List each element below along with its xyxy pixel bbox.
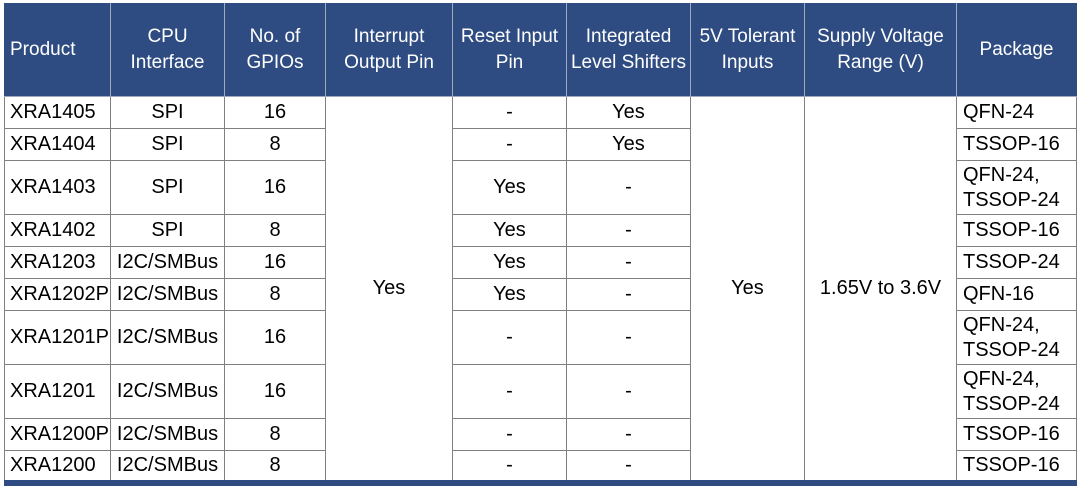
product-cell: XRA1203 <box>4 246 111 279</box>
cpu-interface-cell: I2C/SMBus <box>110 450 225 483</box>
reset-input-cell: - <box>452 364 567 419</box>
product-cell: XRA1200 <box>4 450 111 483</box>
cpu-interface-cell: I2C/SMBus <box>110 418 225 451</box>
level-shifters-cell: - <box>566 310 691 365</box>
col-header-5v-tolerant-inputs: 5V Tolerant Inputs <box>690 3 805 97</box>
table-row: XRA1404 SPI 8 - Yes TSSOP-16 <box>4 128 1077 161</box>
col-header-package: Package <box>956 3 1077 97</box>
product-cell: XRA1404 <box>4 128 111 161</box>
product-selector-table: Product CPU Interface No. of GPIOs Inter… <box>4 3 1077 486</box>
table-row: XRA1202P I2C/SMBus 8 Yes - QFN-16 <box>4 278 1077 311</box>
table-row: XRA1403 SPI 16 Yes - QFN-24, TSSOP-24 <box>4 160 1077 215</box>
package-cell: QFN-16 <box>956 278 1077 311</box>
package-cell: QFN-24, TSSOP-24 <box>956 310 1077 365</box>
table-row: XRA1402 SPI 8 Yes - TSSOP-16 <box>4 214 1077 247</box>
package-cell: QFN-24, TSSOP-24 <box>956 160 1077 215</box>
level-shifters-cell: Yes <box>566 128 691 161</box>
gpios-cell: 8 <box>224 128 326 161</box>
package-cell: TSSOP-16 <box>956 214 1077 247</box>
reset-input-cell: Yes <box>452 278 567 311</box>
package-cell: QFN-24 <box>956 96 1077 129</box>
cpu-interface-cell: I2C/SMBus <box>110 246 225 279</box>
cpu-interface-cell: I2C/SMBus <box>110 278 225 311</box>
level-shifters-cell: - <box>566 364 691 419</box>
product-cell: XRA1403 <box>4 160 111 215</box>
package-cell: TSSOP-16 <box>956 418 1077 451</box>
col-header-reset-input-pin: Reset Input Pin <box>452 3 567 97</box>
level-shifters-cell: - <box>566 214 691 247</box>
reset-input-cell: - <box>452 96 567 129</box>
gpios-cell: 16 <box>224 246 326 279</box>
product-cell: XRA1201P <box>4 310 111 365</box>
gpios-cell: 8 <box>224 278 326 311</box>
level-shifters-cell: - <box>566 278 691 311</box>
table-row: XRA1203 I2C/SMBus 16 Yes - TSSOP-24 <box>4 246 1077 279</box>
cpu-interface-cell: I2C/SMBus <box>110 310 225 365</box>
product-cell: XRA1405 <box>4 96 111 129</box>
cpu-interface-cell: SPI <box>110 128 225 161</box>
level-shifters-cell: Yes <box>566 96 691 129</box>
reset-input-cell: - <box>452 418 567 451</box>
interrupt-output-merged-cell: Yes <box>325 96 453 483</box>
reset-input-cell: Yes <box>452 214 567 247</box>
reset-input-cell: Yes <box>452 160 567 215</box>
supply-voltage-merged-cell: 1.65V to 3.6V <box>804 96 957 483</box>
package-cell: QFN-24, TSSOP-24 <box>956 364 1077 419</box>
cpu-interface-cell: I2C/SMBus <box>110 364 225 419</box>
table-body: XRA1405 SPI 16 Yes - Yes Yes 1.65V to 3.… <box>4 96 1077 483</box>
cpu-interface-cell: SPI <box>110 160 225 215</box>
reset-input-cell: - <box>452 310 567 365</box>
header-row: Product CPU Interface No. of GPIOs Inter… <box>4 3 1077 97</box>
product-cell: XRA1201 <box>4 364 111 419</box>
package-cell: TSSOP-16 <box>956 128 1077 161</box>
table-header: Product CPU Interface No. of GPIOs Inter… <box>4 3 1077 97</box>
gpios-cell: 16 <box>224 160 326 215</box>
5v-tolerant-merged-cell: Yes <box>690 96 805 483</box>
reset-input-cell: Yes <box>452 246 567 279</box>
level-shifters-cell: - <box>566 418 691 451</box>
product-cell: XRA1402 <box>4 214 111 247</box>
reset-input-cell: - <box>452 450 567 483</box>
product-selector-table-container: Product CPU Interface No. of GPIOs Inter… <box>4 3 1077 486</box>
col-header-no-of-gpios: No. of GPIOs <box>224 3 326 97</box>
product-cell: XRA1202P <box>4 278 111 311</box>
gpios-cell: 16 <box>224 364 326 419</box>
level-shifters-cell: - <box>566 450 691 483</box>
col-header-integrated-level-shifters: Integrated Level Shifters <box>566 3 691 97</box>
cpu-interface-cell: SPI <box>110 214 225 247</box>
package-cell: TSSOP-24 <box>956 246 1077 279</box>
table-row: XRA1200 I2C/SMBus 8 - - TSSOP-16 <box>4 450 1077 483</box>
gpios-cell: 8 <box>224 418 326 451</box>
col-header-product: Product <box>4 3 111 97</box>
table-row: XRA1405 SPI 16 Yes - Yes Yes 1.65V to 3.… <box>4 96 1077 483</box>
level-shifters-cell: - <box>566 246 691 279</box>
gpios-cell: 16 <box>224 310 326 365</box>
gpios-cell: 8 <box>224 450 326 483</box>
cpu-interface-cell: SPI <box>110 96 225 129</box>
gpios-cell: 8 <box>224 214 326 247</box>
gpios-cell: 16 <box>224 96 326 129</box>
table-row: XRA1200P I2C/SMBus 8 - - TSSOP-16 <box>4 418 1077 451</box>
product-cell: XRA1200P <box>4 418 111 451</box>
col-header-cpu-interface: CPU Interface <box>110 3 225 97</box>
table-row: XRA1201P I2C/SMBus 16 - - QFN-24, TSSOP-… <box>4 310 1077 365</box>
col-header-supply-voltage-range: Supply Voltage Range (V) <box>804 3 957 97</box>
level-shifters-cell: - <box>566 160 691 215</box>
package-cell: TSSOP-16 <box>956 450 1077 483</box>
col-header-interrupt-output-pin: Interrupt Output Pin <box>325 3 453 97</box>
reset-input-cell: - <box>452 128 567 161</box>
